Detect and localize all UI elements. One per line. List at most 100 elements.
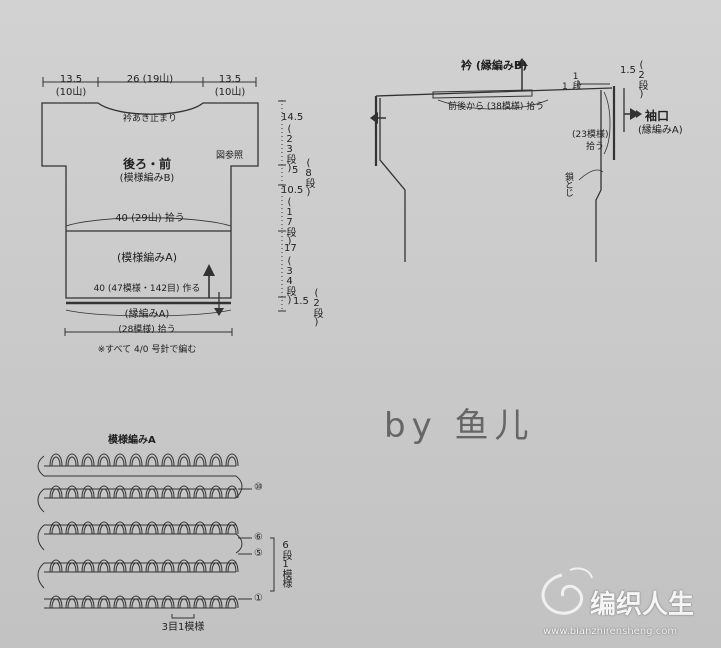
signature: by 鱼儿 <box>384 406 535 446</box>
chart-scallop <box>81 595 95 609</box>
chart-scallop <box>209 453 223 467</box>
chart-scallop-inner <box>163 488 173 499</box>
chart-scallop <box>209 595 223 609</box>
chart-scallop <box>129 559 143 573</box>
chart-scallop <box>49 521 63 535</box>
chart-scallop-inner <box>51 598 61 609</box>
bottom-pickup-label: (28模様) 拾う <box>118 325 176 335</box>
chart-scallop <box>81 453 95 467</box>
chart-scallop-inner <box>131 598 141 609</box>
chart-scallop-inner <box>115 562 125 573</box>
chart-scallop <box>113 485 127 499</box>
collar-right-rows: (2段) <box>636 60 647 99</box>
chart-scallop-inner <box>147 456 157 467</box>
chart-scallop-inner <box>115 598 125 609</box>
chart-scallop-inner <box>211 456 221 467</box>
chart-scallop-inner <box>211 562 221 573</box>
chart-scallop-inner <box>163 524 173 535</box>
chart-scallop-inner <box>227 488 237 499</box>
chart-scallop-inner <box>99 524 109 535</box>
chart-scallop <box>113 453 127 467</box>
dim-body-a-cm: 17 <box>284 243 297 254</box>
chart-scallop-inner <box>179 524 189 535</box>
chart-scallop <box>65 485 79 499</box>
sleeve-pickup: 拾う <box>586 142 605 152</box>
chart-scallop-inner <box>179 488 189 499</box>
chart-scallop-inner <box>83 598 93 609</box>
dim-body-b-cm: 10.5 <box>281 185 304 196</box>
chart-scallop <box>49 595 63 609</box>
top-left-stitches: (10山) <box>55 87 87 98</box>
chart-scallop <box>209 485 223 499</box>
chart-scallop <box>129 485 143 499</box>
chart-scallop <box>193 521 207 535</box>
chart-scallop-inner <box>131 524 141 535</box>
chart-scallop-inner <box>179 562 189 573</box>
chart-scallop <box>81 559 95 573</box>
chart-scallop-inner <box>83 524 93 535</box>
chart-scallop <box>145 485 159 499</box>
collar-row1-dim: 1 1段 <box>562 72 581 92</box>
dim-neck-cm: 14.5 <box>281 112 304 123</box>
collar-label: 衿 (縁編みB) <box>461 59 528 72</box>
see-chart-note: 図参照 <box>216 151 244 161</box>
chart-scallop <box>145 559 159 573</box>
collar-row1: 1段 <box>570 72 581 89</box>
sleeve-pattern: (縁編みA) <box>638 125 683 136</box>
dim-body-b-rows: (17段) <box>284 197 295 246</box>
chart-scallop <box>81 485 95 499</box>
chart-scallop <box>49 485 63 499</box>
chart-scallop <box>49 453 63 467</box>
neck-opening-note: 衿あき止まり <box>122 114 178 124</box>
dim-shoulder-rows: (8段) <box>303 158 314 197</box>
chart-scallop <box>177 595 191 609</box>
chart-scallop-inner <box>211 598 221 609</box>
dim-shoulder-cm: 5 <box>292 165 299 176</box>
chart-scallop <box>225 485 239 499</box>
pickup-label: 40 (29山) 拾う <box>115 213 185 224</box>
chart-scallop-inner <box>99 488 109 499</box>
chart-scallop <box>193 559 207 573</box>
chart-scallop <box>209 559 223 573</box>
chart-scallop-inner <box>211 488 221 499</box>
top-left-width: 13.5 <box>59 74 83 85</box>
chart-scallop <box>49 559 63 573</box>
chart-scallop-inner <box>163 562 173 573</box>
chart-row-6: ⑥ <box>254 532 263 543</box>
chart-scallop <box>193 485 207 499</box>
chart-scallop-inner <box>147 598 157 609</box>
watermark-swirl <box>541 567 593 615</box>
chart-scallop <box>225 453 239 467</box>
chart-scallop-inner <box>67 598 77 609</box>
chart-scallop-inner <box>67 562 77 573</box>
chart-scallop-inner <box>67 456 77 467</box>
chart-scallop <box>177 521 191 535</box>
top-right-width: 13.5 <box>218 74 242 85</box>
chart-scallop-inner <box>83 488 93 499</box>
chart-scallop <box>113 559 127 573</box>
chart-scallop-inner <box>147 562 157 573</box>
chart-scallop <box>129 595 143 609</box>
chart-scallop <box>113 521 127 535</box>
chart-scallop <box>97 559 111 573</box>
dim-neck-rows: (23段) <box>284 124 295 173</box>
chart-scallop <box>161 485 175 499</box>
chart-scallop-inner <box>179 598 189 609</box>
chart-row-1: ① <box>254 593 263 604</box>
chart-scallop <box>209 521 223 535</box>
chart-scallop <box>177 559 191 573</box>
chart-scallop <box>65 521 79 535</box>
chart-scallop-inner <box>147 488 157 499</box>
chart-scallop-inner <box>227 456 237 467</box>
chart-scallop-inner <box>195 524 205 535</box>
chart-scallop <box>193 453 207 467</box>
watermark-url: www.bianzhirensheng.com <box>543 626 678 637</box>
chart-scallop <box>145 521 159 535</box>
chart-scallop-inner <box>227 562 237 573</box>
chart-scallop <box>97 453 111 467</box>
chart-scallop-inner <box>67 488 77 499</box>
edge-a-label: (縁編みA) <box>124 309 170 320</box>
chart-scallop-inner <box>115 456 125 467</box>
chart-scallop <box>97 595 111 609</box>
